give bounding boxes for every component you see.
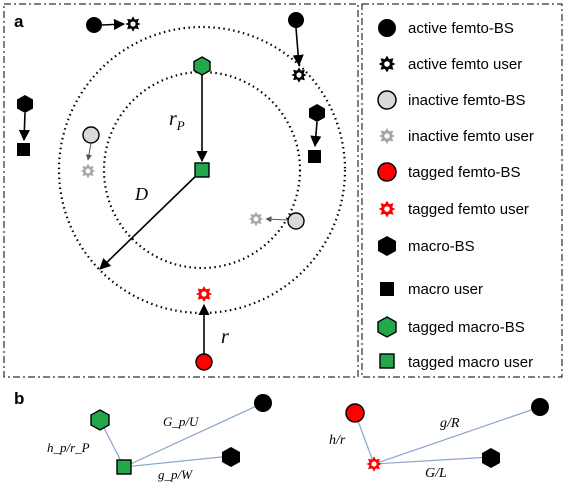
distance-D-arrow [99, 169, 203, 270]
label-rP: rP [169, 108, 185, 133]
outer-dotted-circle [57, 25, 347, 315]
legend-black-star-icon-center [384, 61, 390, 67]
active-femto-bs-icon [254, 394, 272, 412]
active-femto-link-arrow [292, 27, 304, 67]
macro-user-icon [17, 143, 30, 156]
link-line [373, 406, 541, 465]
active-femto-user-icon-center [130, 21, 136, 27]
legend-item-label: tagged macro user [408, 354, 533, 371]
legend-item-label: macro user [408, 281, 483, 298]
inactive-femto-bs-icon [82, 126, 100, 144]
legend-item-label: active femto user [408, 56, 522, 73]
tagged-macro-user-icon [194, 162, 210, 178]
label-hp-rp: h_p/r_P [47, 440, 90, 455]
label-Gp-U: G_p/U [163, 414, 200, 429]
inactive-femto-user-icon-center [85, 168, 91, 174]
inactive-femto-link-arrow [265, 216, 289, 223]
legend-item-label: tagged femto user [408, 201, 529, 218]
legend-black-square-icon [380, 282, 394, 296]
legend-item-label: tagged femto-BS [408, 164, 521, 181]
macro-user-icon [308, 150, 321, 163]
macro-link-arrow [310, 121, 322, 148]
label-G-L: G/L [425, 466, 447, 481]
panel-a-label: a [14, 12, 24, 31]
macro-bs-icon [222, 447, 240, 467]
link-line [123, 455, 232, 468]
panel-a: a D rP r [3, 3, 359, 378]
legend: active femto-BS active femto user inacti… [361, 3, 563, 378]
legend-red-star-icon-center [384, 206, 390, 212]
macro-bs-icon [17, 95, 33, 113]
legend-gray-circle-icon [377, 90, 397, 110]
panel-b-label: b [14, 389, 24, 408]
tagged-macro-bs-icon [90, 409, 110, 431]
legend-green-hexagon-icon [377, 316, 397, 338]
legend-item-label: inactive femto-BS [408, 92, 526, 109]
inactive-femto-bs-icon [287, 212, 305, 230]
active-femto-bs-icon [288, 12, 304, 28]
macro-link-arrow [18, 112, 30, 142]
macro-bs-icon [309, 104, 325, 122]
active-femto-link-arrow [101, 18, 126, 31]
tagged-femto-user-icon-center [201, 291, 207, 297]
panel-b: b h_p/r_P G_p/U g_p/W h/r g/R G/L [14, 389, 549, 482]
legend-black-circle-icon [378, 19, 396, 37]
legend-item-label: macro-BS [408, 238, 475, 255]
macro-bs-icon [482, 448, 500, 468]
tagged-macro-user-icon [116, 459, 132, 475]
panel-a-frame [3, 3, 359, 378]
label-r: r [221, 326, 229, 348]
active-femto-bs-icon [86, 17, 102, 33]
label-D: D [134, 184, 148, 204]
tagged-femto-bs-icon [345, 403, 365, 423]
legend-item-label: inactive femto user [408, 128, 534, 145]
inactive-femto-link-arrow [85, 142, 92, 161]
link-line [123, 402, 264, 468]
link-line [373, 456, 492, 465]
legend-item-label: active femto-BS [408, 20, 514, 37]
legend-red-circle-icon [377, 162, 397, 182]
tagged-femto-user-icon-center [371, 461, 377, 467]
label-h-r: h/r [329, 433, 346, 448]
tagged-macro-bs-icon [193, 56, 211, 76]
label-gp-W: g_p/W [158, 467, 193, 482]
legend-gray-star-icon-center [384, 133, 390, 139]
inactive-femto-user-icon-center [253, 216, 259, 222]
legend-green-square-icon [379, 353, 395, 369]
legend-frame [361, 3, 563, 378]
label-g-R: g/R [440, 416, 460, 431]
active-femto-bs-icon [531, 398, 549, 416]
legend-item-label: tagged macro-BS [408, 319, 525, 336]
legend-black-hexagon-icon [378, 236, 396, 256]
tagged-femto-bs-icon [195, 353, 213, 371]
active-femto-user-icon-center [296, 72, 302, 78]
